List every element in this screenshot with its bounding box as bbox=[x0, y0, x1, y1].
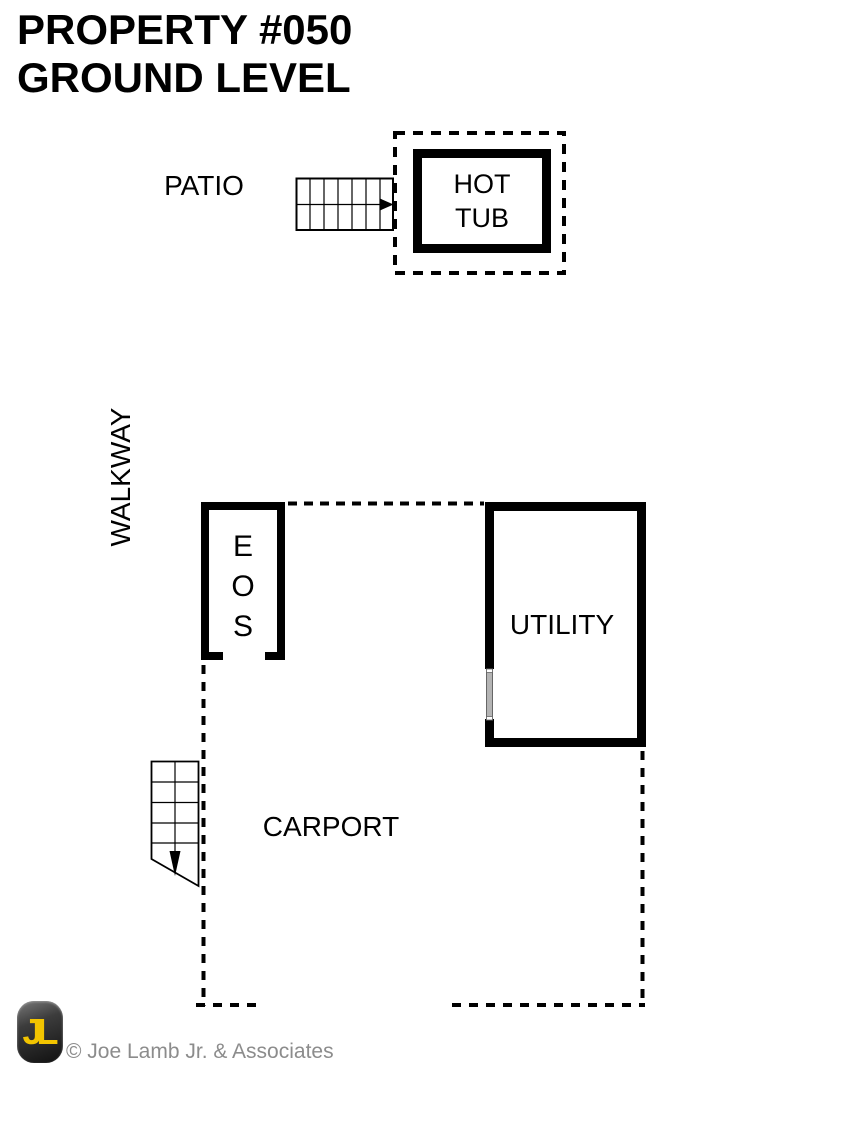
room-label-carport: CARPORT bbox=[262, 811, 400, 842]
room-label-hot-tub: HOT TUB bbox=[453, 169, 511, 233]
carport-dashed-boundary bbox=[196, 665, 645, 1007]
joe-lamb-logo-icon: JL bbox=[17, 1001, 63, 1063]
eos-room-walls bbox=[201, 502, 285, 660]
carport-stairs bbox=[150, 760, 200, 888]
room-label-utility: UTILITY bbox=[509, 609, 615, 640]
stairs-down-arrow-icon bbox=[169, 851, 181, 876]
room-label-eos: E O S bbox=[231, 530, 255, 643]
patio-stairs bbox=[295, 177, 394, 231]
hot-tub-box bbox=[413, 149, 551, 253]
copyright-text: © Joe Lamb Jr. & Associates bbox=[66, 1040, 334, 1063]
page-title: PROPERTY #050 GROUND LEVEL bbox=[17, 6, 352, 102]
room-label-walkway: WALKWAY bbox=[105, 407, 136, 547]
room-label-patio: PATIO bbox=[164, 170, 244, 201]
utility-room-walls bbox=[485, 502, 646, 747]
stairs-up-arrow-icon bbox=[380, 198, 394, 211]
property-number: PROPERTY #050 bbox=[17, 6, 353, 53]
level-name: GROUND LEVEL bbox=[17, 54, 351, 101]
utility-door bbox=[486, 668, 493, 721]
hot-tub-dashed-enclosure bbox=[393, 131, 566, 275]
